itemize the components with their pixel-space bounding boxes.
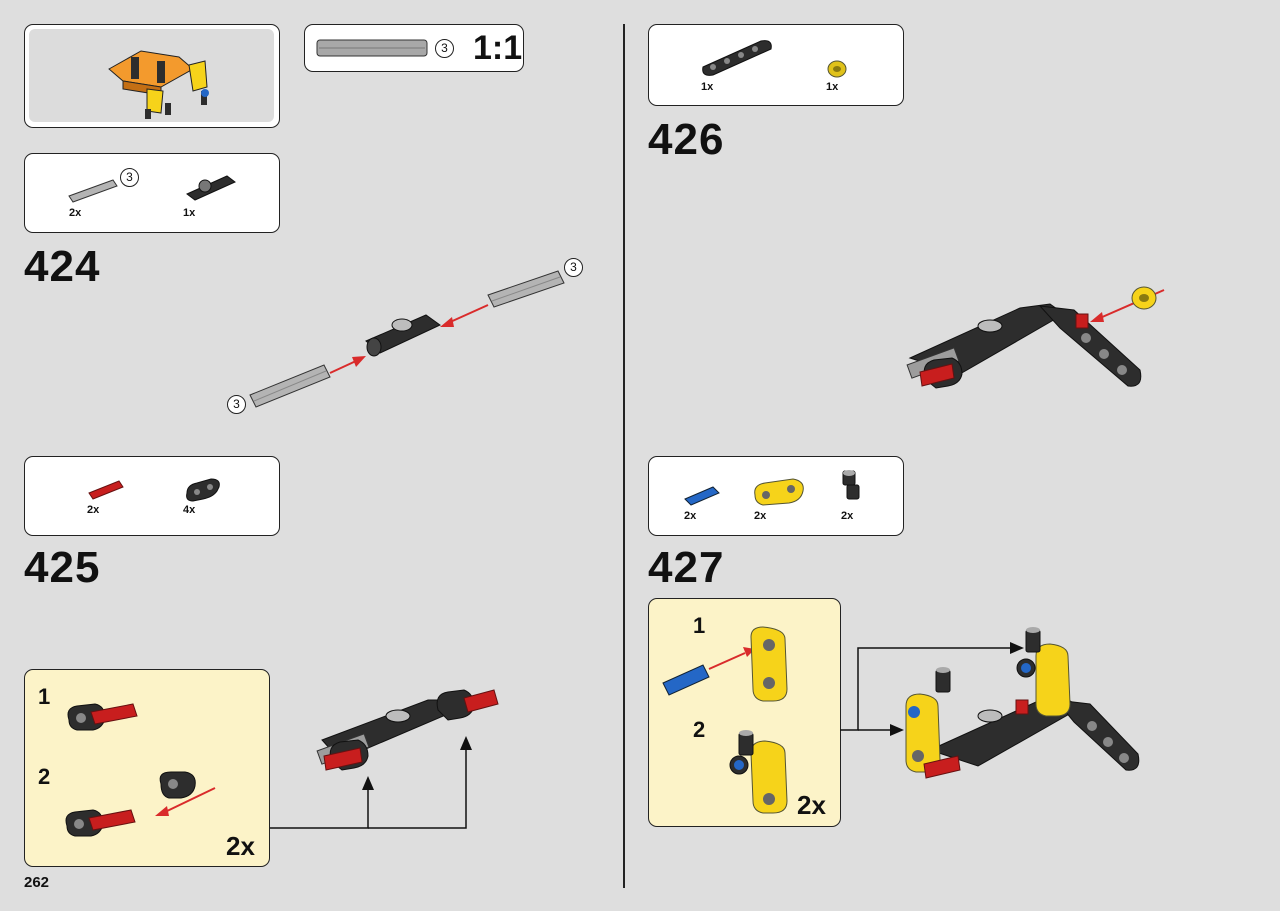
yellow-connector-part-icon	[754, 478, 804, 506]
submodel-multiplier: 2x	[226, 831, 255, 861]
parts-list-424: 3 2x 1x	[24, 153, 280, 233]
part-qty: 2x	[754, 510, 767, 522]
parts-list-427: 2x 2x 2x	[648, 456, 904, 536]
sub-step-label: 2	[38, 764, 51, 789]
step-425-assembly	[270, 689, 499, 829]
axle-part-icon	[68, 179, 118, 203]
part-qty: 2x	[841, 510, 854, 522]
axle-scale-icon	[316, 39, 428, 57]
sub-step-1-parts	[662, 626, 788, 702]
submodel-multiplier: 2x	[797, 790, 826, 820]
part-qty: 2x	[69, 207, 82, 219]
part-qty: 1x	[826, 81, 839, 93]
page-number: 262	[24, 874, 50, 891]
scale-circle-number: 3	[435, 39, 454, 58]
sub-step-2-parts	[729, 730, 788, 814]
part-qty: 2x	[684, 510, 697, 522]
sub-step-label: 1	[693, 613, 706, 638]
part-qty: 4x	[183, 504, 196, 516]
yellow-bush-part-icon	[827, 60, 847, 78]
part-qty: 1x	[183, 207, 196, 219]
sub-step-label: 2	[693, 717, 706, 742]
submodel-427: 1 2 2x	[648, 598, 841, 827]
callout-circle-number: 3	[227, 395, 246, 414]
scale-box: 3 1:1	[304, 24, 524, 72]
sub-step-1-part	[67, 703, 138, 731]
scale-label: 1:1	[473, 29, 523, 67]
step-424-assembly	[249, 270, 565, 408]
part-circle-number: 3	[120, 168, 139, 187]
model-preview-box	[24, 24, 280, 128]
blue-pin-part-icon	[684, 486, 720, 506]
step-426-assembly	[906, 286, 1165, 389]
parts-list-425: 2x 4x	[24, 456, 280, 536]
liftarm-part-icon	[186, 478, 220, 502]
sub-step-label: 1	[38, 684, 51, 709]
submodel-425: 1 2 2x	[24, 669, 270, 867]
parts-list-426: 1x 1x	[648, 24, 904, 106]
model-preview-icon	[108, 50, 209, 119]
part-qty: 2x	[87, 504, 100, 516]
step-number-424: 424	[24, 242, 101, 291]
page-divider	[623, 24, 625, 888]
connector-part-icon	[186, 175, 236, 201]
part-qty: 1x	[701, 81, 714, 93]
step-number-426: 426	[648, 115, 725, 164]
step-number-425: 425	[24, 543, 101, 592]
callout-circle-number: 3	[564, 258, 583, 277]
step-number-427: 427	[648, 543, 725, 592]
step-427-assembly	[840, 627, 1140, 779]
sub-step-2-parts	[65, 771, 216, 837]
red-pin-part-icon	[88, 480, 124, 500]
black-angle-connector-part-icon	[842, 470, 860, 500]
liftarm-beam-part-icon	[702, 40, 772, 76]
